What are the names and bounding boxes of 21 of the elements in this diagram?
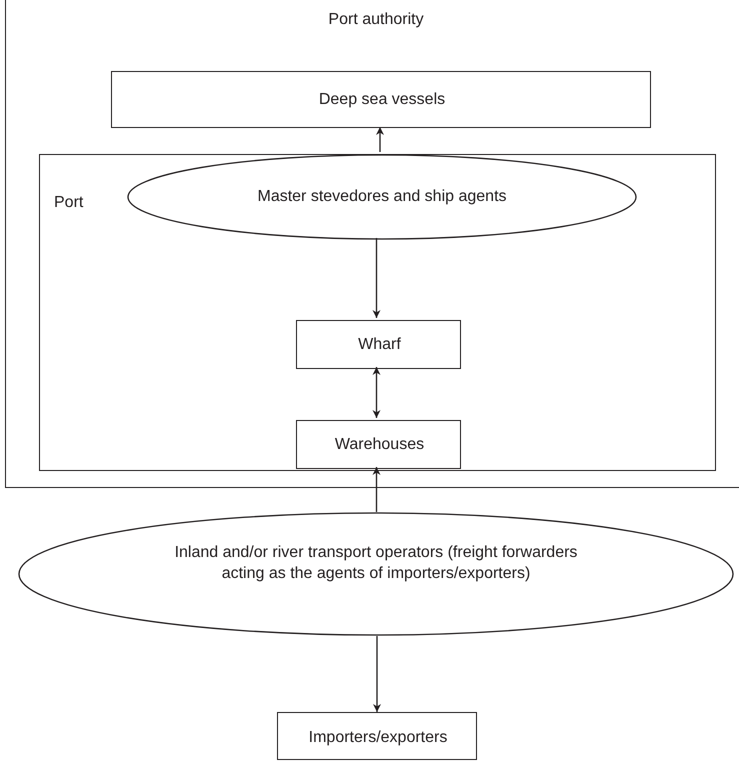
node-label: Wharf (357, 335, 402, 355)
actor-ellipse (18, 512, 734, 636)
node-label: Inland and/or river transport operators (freight forwarders acting as the agents of importers/exporters) (174, 543, 578, 584)
region-box (5, 0, 739, 488)
actor-ellipse (127, 154, 637, 240)
node-label: Master stevedores and ship agents (256, 187, 508, 207)
region-box (39, 154, 716, 471)
region-label: Port (54, 193, 84, 213)
node-label: Warehouses (334, 435, 426, 455)
region-label: Port authority (327, 10, 425, 30)
process-box (277, 712, 477, 760)
arrow (372, 238, 380, 318)
process-box (111, 71, 651, 128)
process-box (296, 320, 461, 369)
node-label: Importers/exporters (308, 728, 448, 748)
arrow (373, 636, 381, 712)
node-label: Deep sea vessels (318, 90, 446, 110)
arrow (376, 127, 384, 152)
arrow (372, 467, 380, 512)
process-box (296, 420, 461, 469)
arrow (372, 367, 380, 418)
